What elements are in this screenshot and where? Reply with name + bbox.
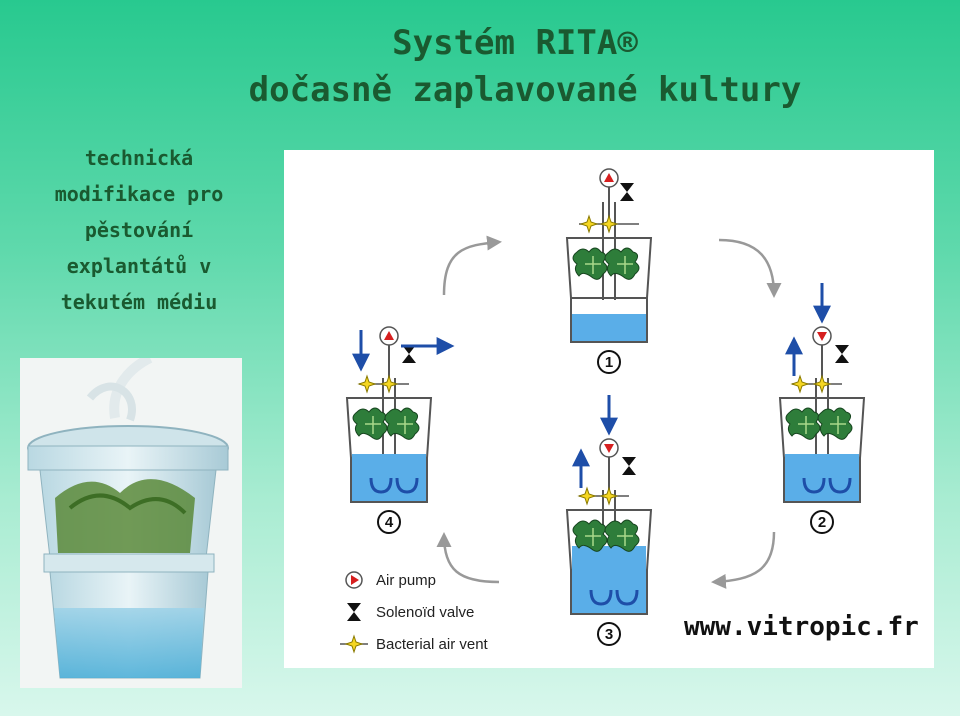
side-text-line: pěstování [84,218,194,242]
cycle-arrow [436,532,500,584]
side-description: technická modifikace pro pěstování expla… [20,140,258,320]
cycle-arrow [442,235,502,296]
legend: Air pump Solenoïd valve Bacterial air ve… [340,571,489,653]
side-text-line: explantátů v [66,254,212,278]
step-4-badge [377,510,401,534]
step-2-vessel [779,283,865,503]
title-line-2: dočasně zaplavované kultury [248,69,802,110]
website-url: www.vitropic.fr [684,612,919,642]
air-pump-icon [345,571,363,589]
step-1-vessel [566,168,652,343]
side-text-line: tekutém médiu [60,290,218,314]
step-1-number: 1 [605,354,613,371]
page-title: Systém RITA® dočasně zaplavované kultury [0,22,960,111]
legend-bacterial-air-vent: Bacterial air vent [376,636,489,653]
step-3-vessel [566,395,652,615]
solenoid-valve-icon [347,603,361,621]
step-1-badge [597,350,621,374]
step-4-vessel [346,326,455,503]
step-2-badge [810,510,834,534]
rita-vessel-illustration [27,353,229,679]
cycle-arrow [711,531,776,589]
bacterial-air-vent-icon [340,635,368,653]
step-2-number: 2 [818,514,826,531]
side-text-line: modifikace pro [54,182,224,206]
step-3-badge [597,622,621,646]
step-4-number: 4 [385,514,394,531]
rita-vessel-photo [20,353,242,688]
legend-solenoid-valve: Solenoïd valve [376,604,474,621]
cycle-arrow [718,238,782,298]
title-line-1: Systém RITA® [392,23,638,63]
step-3-number: 3 [605,626,613,643]
legend-air-pump: Air pump [376,572,436,589]
cycle-svg: 1 2 [340,168,865,653]
side-text-line: technická [84,146,194,170]
rita-cycle-diagram: 1 2 [284,150,934,668]
